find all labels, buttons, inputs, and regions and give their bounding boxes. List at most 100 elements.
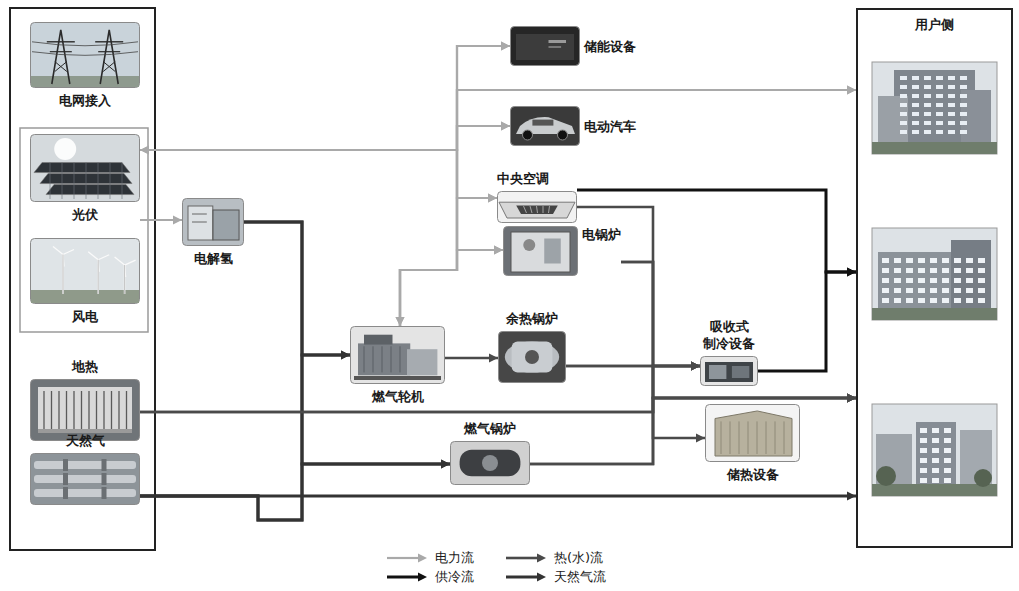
- graphic-part: [900, 76, 907, 80]
- graphic-part: [543, 206, 544, 213]
- flow-connector: [140, 460, 450, 521]
- flow-line: [758, 272, 856, 371]
- arrow-head: [501, 42, 510, 51]
- arrow-head: [691, 362, 700, 371]
- graphic-part: [30, 134, 140, 202]
- flow-line: [400, 126, 510, 326]
- graphic-part: [944, 468, 951, 473]
- graphic-part: [525, 350, 539, 364]
- gas-boiler: 燃气锅炉: [450, 420, 530, 485]
- geothermal-source: 地热: [30, 358, 140, 441]
- arrow-head: [847, 86, 856, 95]
- graphic-part: [51, 391, 52, 429]
- graphic-part: [497, 191, 577, 223]
- equipment-icon: [450, 441, 530, 485]
- legend-item: 天然气流: [504, 568, 606, 585]
- graphic-part: [920, 448, 927, 453]
- graphic-part: [936, 76, 943, 80]
- equipment-icon: [700, 356, 758, 386]
- graphic-part: [354, 376, 441, 380]
- graphic-part: [894, 70, 975, 142]
- graphic-part: [31, 135, 140, 202]
- graphic-part: [948, 76, 955, 80]
- node-label: 天然气: [66, 432, 105, 449]
- flow-connector: [445, 354, 498, 363]
- graphic-part: [38, 429, 132, 433]
- graphic-part: [978, 278, 985, 283]
- graphic-part: [894, 278, 901, 283]
- graphic-part: [30, 238, 140, 304]
- arrow-head: [691, 362, 700, 371]
- graphic-part: [31, 23, 140, 88]
- graphic-part: [966, 268, 973, 273]
- flow-line: [400, 198, 497, 326]
- graphic-part: [924, 112, 931, 116]
- node-label: 储能设备: [584, 38, 636, 55]
- graphic-part: [482, 455, 498, 471]
- graphic-part: [52, 30, 70, 84]
- gas-source: 天然气: [30, 432, 140, 505]
- graphic-part: [906, 288, 913, 293]
- legend-item: 热(水)流: [504, 549, 606, 566]
- graphic-part: [350, 326, 445, 384]
- graphic-part: [124, 265, 126, 294]
- legend: 电力流热(水)流供冷流天然气流: [385, 549, 606, 585]
- graphic-part: [524, 206, 527, 213]
- equipment-icon: [498, 331, 566, 383]
- graphic-part: [918, 268, 925, 273]
- graphic-part: [766, 421, 767, 454]
- graphic-part: [944, 458, 951, 463]
- graphic-part: [882, 278, 889, 283]
- graphic-part: [944, 478, 951, 483]
- graphic-part: [932, 438, 939, 443]
- graphic-part: [966, 298, 973, 303]
- graphic-part: [912, 121, 919, 125]
- equipment-icon: [497, 191, 577, 223]
- graphic-part: [894, 298, 901, 303]
- graphic-part: [213, 210, 239, 240]
- graphic-part: [748, 421, 749, 454]
- graphic-part: [978, 258, 985, 263]
- flow-connector: [140, 150, 503, 255]
- graphic-part: [532, 120, 553, 126]
- legend-label: 热(水)流: [554, 549, 603, 566]
- flow-line: [140, 150, 497, 198]
- graphic-part: [974, 469, 992, 487]
- arrow-head: [173, 216, 182, 225]
- graphic-part: [31, 290, 139, 303]
- equipment-icon: [705, 404, 800, 462]
- graphic-part: [978, 288, 985, 293]
- legend-label: 天然气流: [554, 568, 606, 585]
- graphic-part: [74, 163, 75, 199]
- graphic-part: [858, 10, 1011, 546]
- graphic-part: [942, 278, 949, 283]
- graphic-part: [192, 222, 207, 223]
- graphic-part: [916, 422, 956, 484]
- graphic-part: [930, 298, 937, 303]
- node-label: 电网接入: [59, 92, 111, 109]
- equipment-icon: [30, 22, 140, 88]
- arrow-head: [847, 394, 856, 403]
- renewable-group-frame: [20, 128, 148, 332]
- graphic-part: [932, 458, 939, 463]
- graphic-part: [537, 206, 538, 213]
- arrow-head: [494, 246, 503, 255]
- arrow-head: [847, 268, 856, 277]
- node-label: 光伏: [72, 206, 98, 223]
- legend-line-sample: [385, 552, 429, 564]
- node-label: 电锅炉: [582, 226, 621, 243]
- graphic-part: [86, 163, 87, 199]
- graphic-part: [932, 468, 939, 473]
- graphic-part: [930, 258, 937, 263]
- legend-line-sample: [385, 571, 429, 583]
- arrow-head: [691, 362, 700, 371]
- graphic-part: [530, 206, 532, 213]
- graphic-part: [705, 362, 753, 382]
- user-panel: 用户侧: [856, 8, 1013, 548]
- graphic-part: [512, 341, 553, 372]
- graphic-part: [930, 268, 937, 273]
- graphic-part: [948, 130, 955, 134]
- graphic-part: [103, 62, 115, 72]
- graphic-part: [960, 130, 967, 134]
- graphic-part: [936, 103, 943, 107]
